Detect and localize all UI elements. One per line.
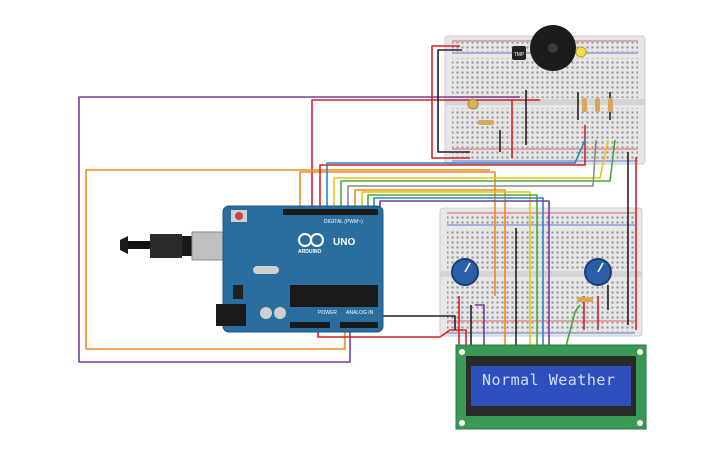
wire-orange-d2 [354,189,506,350]
wire-purple [78,96,520,363]
model-label: UNO [333,237,355,248]
resistor-bottom[interactable] [577,297,593,302]
wire-red-d [319,125,586,210]
wire-black-left [437,49,470,153]
reset-button[interactable] [235,212,243,220]
power-label: POWER [318,310,337,316]
wire-green-d2 [367,194,538,350]
lcd-text: Normal Weather [482,371,615,389]
photoresistor[interactable] [467,98,479,110]
wires [78,45,637,363]
analog-label: ANALOG IN [346,310,374,316]
piezo-buzzer[interactable] [530,25,576,71]
wire-red [311,99,540,210]
wire-red-left [431,45,470,159]
resistor-top-right [582,98,613,112]
wire-orange [85,169,490,350]
wire-blue-d2 [373,197,544,350]
arduino-uno[interactable]: DIGITAL (PWM~) UNO ARDUINO POWER ANALOG … [216,205,384,333]
lcd-module[interactable]: Normal Weather [455,344,647,430]
tmp-sensor-label: TMP [514,52,525,58]
digital-label: DIGITAL (PWM~) [324,219,363,225]
wire-purple-d2 [379,200,550,350]
potentiometer-right[interactable] [584,258,612,286]
wire-gray-d [347,139,597,210]
led-yellow[interactable] [575,46,587,58]
resistor-top-left[interactable] [478,120,494,125]
bottom-breadboard[interactable] [439,207,643,337]
atmega-chip [290,285,378,307]
potentiometer-left[interactable] [451,258,479,286]
usb-cable [120,231,229,261]
crystal [253,266,279,274]
lcd-screen [471,366,631,406]
wire-green-d [340,139,616,210]
wire-black-power [380,315,456,330]
wire-orange-d [299,171,496,296]
brand-label: ARDUINO [298,249,321,255]
wire-red-power [317,329,467,350]
arduino-logo-icon [298,233,324,247]
power-jack [216,304,246,326]
tmp-sensor[interactable]: TMP [512,46,526,60]
wire-yellow-d [333,139,609,210]
wire-yellow-d2 [361,191,531,350]
wire-blue-d [326,139,586,210]
